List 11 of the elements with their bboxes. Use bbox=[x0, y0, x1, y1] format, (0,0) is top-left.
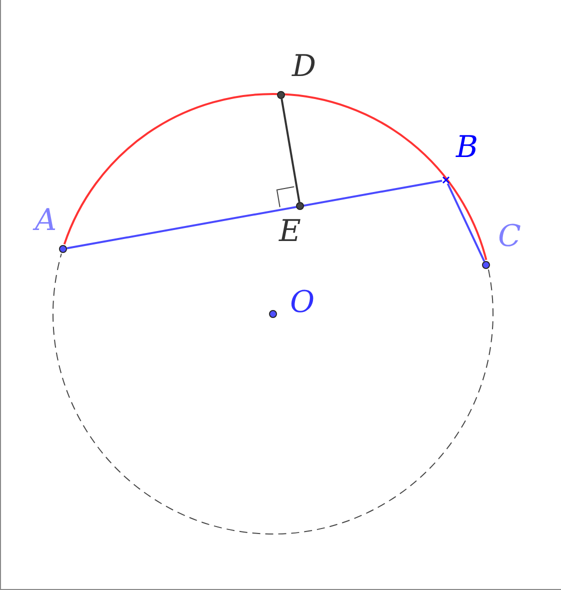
point-label: D bbox=[292, 51, 316, 83]
point-label: A bbox=[35, 205, 57, 237]
arc bbox=[63, 93, 488, 260]
line-segment bbox=[280, 98, 300, 202]
point-label: E bbox=[279, 216, 301, 248]
point-label: O bbox=[290, 287, 315, 319]
line-segment bbox=[66, 180, 442, 250]
line-segment bbox=[446, 183, 486, 262]
point-label: B bbox=[456, 132, 478, 164]
dashed-arc bbox=[52, 253, 494, 534]
point-label: C bbox=[498, 221, 521, 253]
